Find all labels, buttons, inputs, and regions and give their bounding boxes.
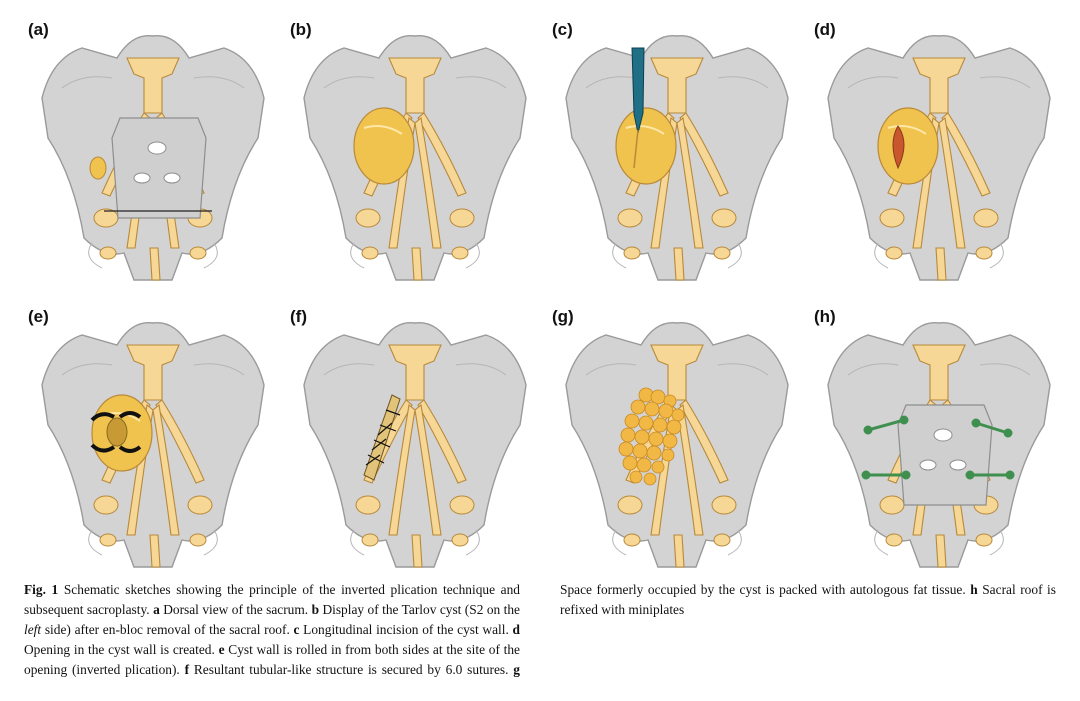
- rolled-cyst-wall: [106, 417, 128, 447]
- sacrum-illustration-e: [41, 321, 265, 568]
- sacrum-illustration-a: [41, 34, 265, 281]
- plication-arrow: [90, 443, 116, 453]
- sacrum-illustration-c: [565, 34, 789, 281]
- plication-arrow: [118, 411, 142, 419]
- panel-label: (d): [814, 20, 836, 39]
- sacral-foramen: [163, 172, 181, 184]
- panel-label: (b): [290, 20, 312, 39]
- panel-label: (a): [28, 20, 49, 39]
- sacral-roof: [897, 404, 993, 506]
- panel-c: (c): [546, 18, 808, 290]
- panel-label: (c): [552, 20, 573, 39]
- sacral-foramen: [933, 428, 953, 442]
- scalpel-blade: [631, 47, 645, 134]
- sacrum-illustration-b: [303, 34, 527, 281]
- panel-f: (f): [284, 305, 546, 577]
- incision-line: [633, 129, 639, 169]
- sacrum-illustration-h: [827, 321, 1051, 568]
- tubular-structure: [363, 394, 401, 481]
- miniplates: [861, 415, 1015, 480]
- sacrum-illustration-d: [827, 34, 1051, 281]
- sacral-foramen: [919, 459, 937, 471]
- caption-left: Fig. 1 Schematic sketches showing the pr…: [24, 582, 1056, 677]
- panel-label: (g): [552, 307, 574, 326]
- panel-e: (e): [22, 305, 284, 577]
- panel-label: (f): [290, 307, 307, 326]
- panel-label: (e): [28, 307, 49, 326]
- plication-arrow: [90, 412, 116, 422]
- cyst-bulge: [89, 156, 107, 180]
- panel-d: (d): [808, 18, 1070, 290]
- cyst-opening: [892, 125, 905, 170]
- sacrum-illustration-f: [303, 321, 527, 568]
- fat-tissue: [618, 387, 685, 486]
- plication-arrow: [118, 445, 142, 453]
- panel-a: (a): [22, 18, 284, 290]
- sacrum-illustration-g: [565, 321, 789, 568]
- sacral-foramen: [133, 172, 151, 184]
- panel-h: (h): [808, 305, 1070, 577]
- sutures: [365, 409, 401, 466]
- panel-b: (b): [284, 18, 546, 290]
- sacral-foramen: [147, 141, 167, 155]
- sacral-foramen: [949, 459, 967, 471]
- panel-g: (g): [546, 305, 808, 577]
- sacral-roof: [111, 117, 207, 219]
- figure-label: Fig. 1: [24, 582, 59, 597]
- panel-label: (h): [814, 307, 836, 326]
